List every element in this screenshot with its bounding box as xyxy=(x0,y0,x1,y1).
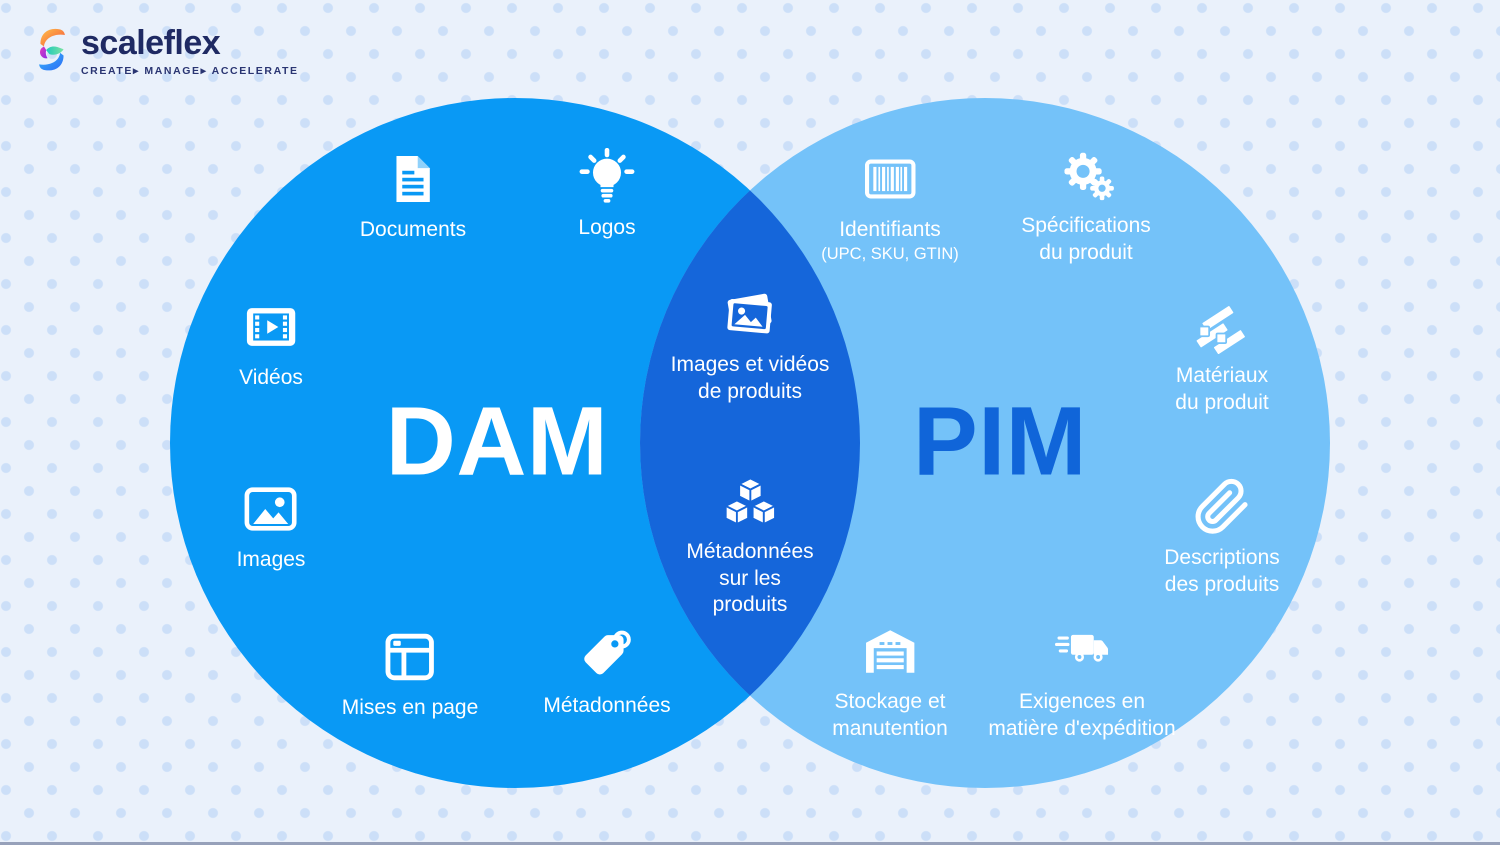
venn-item-shipping: Exigences en matière d'expédition xyxy=(988,622,1176,742)
truck-icon xyxy=(1053,622,1111,680)
item-label-line: du produit xyxy=(1175,390,1269,414)
item-label-line: de produits xyxy=(698,379,802,403)
item-label-line: Images et vidéos xyxy=(670,353,830,376)
gears-icon xyxy=(1057,146,1115,204)
item-label: Vidéos xyxy=(239,366,303,389)
film-icon xyxy=(242,298,300,356)
logo-tagline: CREATE▸ MANAGE▸ ACCELERATE xyxy=(81,64,299,77)
materials-icon xyxy=(1193,296,1251,354)
image-icon xyxy=(242,480,300,538)
scaleflex-logo-icon xyxy=(39,28,65,71)
document-icon xyxy=(384,150,442,208)
venn-item-layouts: Mises en page xyxy=(341,628,479,722)
item-label-line: matière d'expédition xyxy=(988,716,1176,740)
venn-item-images: Images xyxy=(236,480,306,574)
item-label-line: sur les xyxy=(719,566,781,590)
item-label-line: Descriptions xyxy=(1164,546,1280,569)
venn-item-specifications: Spécifications du produit xyxy=(1021,146,1151,266)
item-label-line: Métadonnées xyxy=(686,540,814,563)
item-label-line: des produits xyxy=(1164,572,1280,596)
scaleflex-logo: scaleflex CREATE▸ MANAGE▸ ACCELERATE xyxy=(36,24,299,78)
venn-item-product-metadata: Métadonnées sur les produits xyxy=(686,472,814,619)
lightbulb-icon xyxy=(578,148,636,206)
item-label: Documents xyxy=(359,218,467,241)
item-label-line: du produit xyxy=(1039,240,1133,264)
tag-icon xyxy=(578,626,636,684)
item-label-line: Stockage et xyxy=(834,690,946,713)
venn-item-videos: Vidéos xyxy=(239,298,303,392)
paperclip-icon xyxy=(1193,478,1251,536)
venn-item-storage: Stockage et manutention xyxy=(832,622,948,742)
item-label-line: Exigences en xyxy=(1018,690,1146,713)
venn-item-metadata: Métadonnées xyxy=(543,626,671,720)
item-label-line: Matériaux xyxy=(1175,364,1269,387)
pim-title: PIM xyxy=(913,386,1087,496)
logo-wordmark: scaleflex xyxy=(81,23,221,62)
barcode-icon xyxy=(861,150,919,208)
product-photos-icon xyxy=(721,285,779,343)
venn-item-identifiers: Identifiants (UPC, SKU, GTIN) xyxy=(821,150,959,265)
dam-title: DAM xyxy=(385,386,609,496)
item-label: Identifiants xyxy=(839,218,941,241)
venn-item-documents: Documents xyxy=(360,150,466,244)
product-boxes-icon xyxy=(721,472,779,530)
layout-icon xyxy=(381,628,439,686)
venn-item-materials: Matériaux du produit xyxy=(1175,296,1269,416)
item-label-line: manutention xyxy=(832,716,948,740)
item-label-line: Spécifications xyxy=(1021,214,1151,237)
item-label: Images xyxy=(236,548,306,571)
venn-item-descriptions: Descriptions des produits xyxy=(1164,478,1280,598)
venn-item-logos: Logos xyxy=(578,148,636,242)
intersection-lens xyxy=(640,98,860,788)
item-label: Logos xyxy=(578,216,636,239)
item-label: Mises en page xyxy=(341,696,479,719)
bottom-edge-divider xyxy=(0,842,1500,845)
warehouse-icon xyxy=(861,622,919,680)
item-label: Métadonnées xyxy=(543,694,671,717)
item-sublabel: (UPC, SKU, GTIN) xyxy=(821,244,959,263)
item-label-line: produits xyxy=(712,593,788,617)
venn-item-product-media: Images et vidéos de produits xyxy=(670,285,830,405)
